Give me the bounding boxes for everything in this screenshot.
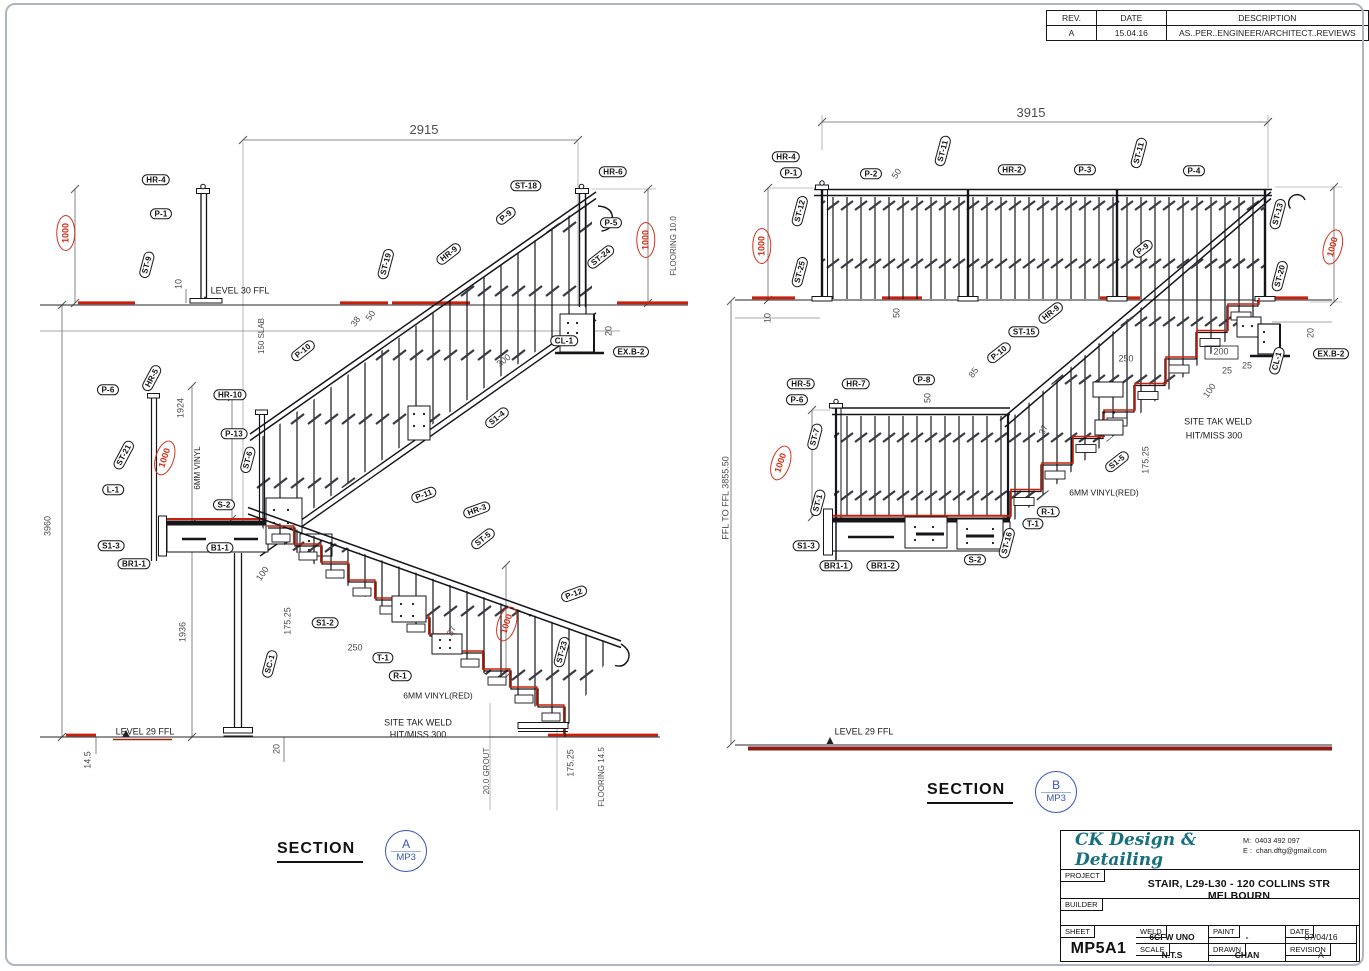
drawn-label: DRAWN — [1209, 944, 1247, 956]
revision-value: A — [1318, 950, 1324, 960]
rev-header-date: DATE — [1096, 10, 1167, 26]
email-label: E : — [1243, 846, 1252, 855]
section-a-bubble-ref: MP3 — [396, 852, 416, 863]
email-address: chan.dftg@gmail.com — [1255, 846, 1327, 855]
section-a-title: SECTION A MP3 — [277, 830, 428, 872]
rev-cell-desc: AS..PER..ENGINEER/ARCHITECT..REVIEWS — [1165, 25, 1369, 41]
title-block: CK Design & Detailing M: 0403 492 097 E … — [1060, 830, 1360, 962]
revision-cell: REVISION A — [1286, 944, 1357, 962]
rev-cell-rev: A — [1046, 25, 1097, 41]
title-block-header-row: CK Design & Detailing M: 0403 492 097 E … — [1061, 830, 1359, 870]
sheet-label: SHEET — [1061, 926, 1096, 938]
section-b-bubble: B MP3 — [1035, 771, 1078, 813]
paint-value: - — [1245, 932, 1249, 942]
section-a-bubble: A MP3 — [385, 830, 428, 872]
company-contact: M: 0403 492 097 E : chan.dftg@gmail.com — [1243, 831, 1359, 869]
project-name: STAIR, L29-L30 - 120 COLLINS STR MELBOUR… — [1147, 878, 1331, 902]
section-a-title-text: SECTION — [277, 840, 364, 863]
sheet-cell: SHEET MP5A1 — [1061, 926, 1136, 962]
builder-label: BUILDER — [1061, 899, 1103, 911]
project-label: PROJECT — [1061, 870, 1106, 882]
weld-label: WELD — [1136, 926, 1167, 938]
scale-value: N.T.S — [1161, 950, 1183, 960]
paint-cell: PAINT - — [1209, 926, 1286, 944]
section-b-bubble-letter: B — [1041, 779, 1072, 793]
date-cell: DATE 07/04/16 — [1286, 926, 1357, 944]
weld-cell: WELD 6CFW UNO — [1136, 926, 1209, 944]
revision-row: A 15.04.16 AS..PER..ENGINEER/ARCHITECT..… — [1046, 25, 1369, 41]
scale-cell: SCALE N.T.S — [1136, 944, 1209, 962]
revision-table: REV. DATE DESCRIPTION A 15.04.16 AS..PER… — [1046, 10, 1369, 41]
title-block-grid: WELD 6CFW UNO PAINT - DATE 07/04/16 SHEE… — [1061, 926, 1359, 962]
drawn-cell: DRAWN CHAN — [1209, 944, 1286, 962]
builder-row: BUILDER — [1061, 899, 1359, 926]
project-row: PROJECT STAIR, L29-L30 - 120 COLLINS STR… — [1061, 870, 1359, 902]
section-a-linework — [40, 135, 688, 810]
rev-header-desc: DESCRIPTION — [1165, 10, 1369, 26]
mobile-number: 0403 492 097 — [1255, 836, 1300, 845]
scale-label: SCALE — [1136, 944, 1170, 956]
date-label: DATE — [1286, 926, 1315, 938]
sheet-number: MP5A1 — [1070, 940, 1127, 957]
section-b-bubble-ref: MP3 — [1046, 793, 1066, 804]
section-b-title: SECTION B MP3 — [927, 771, 1078, 813]
rev-cell-date: 15.04.16 — [1096, 25, 1167, 41]
weld-value: 6CFW UNO — [1149, 932, 1195, 942]
paint-label: PAINT — [1209, 926, 1240, 938]
drawn-value: CHAN — [1234, 950, 1260, 960]
section-b-title-text: SECTION — [927, 781, 1014, 804]
rev-header-rev: REV. — [1046, 10, 1097, 26]
company-logo: CK Design & Detailing — [1075, 830, 1197, 870]
section-b-linework — [726, 115, 1342, 751]
revision-label: REVISION — [1286, 944, 1331, 956]
mobile-label: M: — [1243, 836, 1252, 845]
section-a-bubble-letter: A — [391, 838, 422, 852]
date-value: 07/04/16 — [1304, 932, 1338, 942]
